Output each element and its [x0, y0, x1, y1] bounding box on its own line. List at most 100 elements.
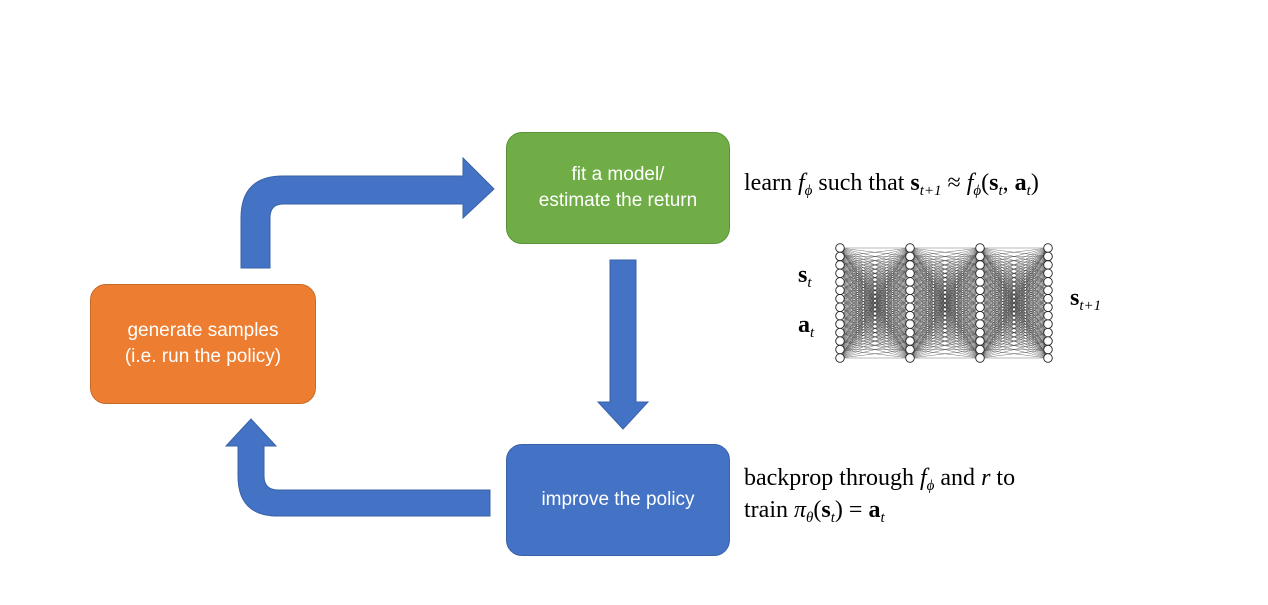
generate-samples-box: generate samples (i.e. run the policy) — [90, 284, 316, 404]
network-node — [905, 336, 915, 346]
network-edge — [909, 340, 981, 359]
network-node — [1043, 319, 1053, 329]
network-edge — [839, 247, 911, 350]
network-edge — [909, 247, 981, 325]
improve-policy-box: improve the policy — [506, 444, 730, 556]
network-edge — [979, 247, 1049, 257]
network-edge — [839, 256, 911, 359]
network-edge — [839, 323, 911, 359]
network-edge — [839, 247, 911, 283]
network-edge — [909, 247, 981, 333]
network-node — [905, 294, 915, 304]
network-edge — [839, 247, 911, 291]
network-edge — [979, 273, 1049, 359]
network-node — [905, 344, 915, 355]
network-edge — [839, 290, 911, 359]
network-edge — [839, 315, 911, 359]
network-node — [975, 302, 985, 312]
backprop-text-line1: backprop through fϕ and r to — [744, 465, 1016, 494]
network-edge — [839, 332, 911, 359]
network-edge — [979, 298, 1049, 359]
network-edge — [839, 298, 911, 359]
fit-box-line2: estimate the return — [538, 190, 698, 211]
network-node — [835, 319, 845, 329]
network-edge — [909, 247, 981, 350]
fit-box-line1: fit a model/ — [571, 164, 665, 185]
network-edge — [979, 340, 1049, 359]
network-node — [975, 243, 985, 253]
network-node — [1043, 268, 1053, 279]
network-node — [1043, 277, 1053, 287]
network-node — [1043, 344, 1053, 355]
arrow-generate-to-fit — [240, 156, 495, 269]
network-edge — [839, 307, 911, 359]
network-edge — [909, 247, 981, 283]
network-node — [905, 260, 915, 270]
network-edge — [839, 247, 911, 359]
network-edge — [909, 247, 981, 299]
network-edge — [839, 247, 911, 257]
network-edge — [979, 247, 1049, 333]
network-node — [905, 302, 915, 312]
network-node — [975, 285, 985, 296]
network-edge — [909, 290, 981, 359]
network-node — [835, 277, 845, 287]
network-edge — [979, 323, 1049, 359]
network-layer-4 — [1043, 243, 1053, 363]
network-edge — [979, 247, 1049, 350]
arrow-fit-to-improve — [596, 259, 650, 430]
network-node — [975, 294, 985, 304]
network-node — [1043, 336, 1053, 346]
network-edge — [979, 247, 1049, 359]
network-edge — [909, 349, 981, 359]
network-node — [975, 260, 985, 270]
network-edge — [909, 315, 981, 359]
network-node — [835, 336, 845, 346]
network-edge — [839, 247, 911, 342]
network-node — [1043, 302, 1053, 312]
network-input-action-label: at — [798, 312, 815, 341]
improve-box-line1: improve the policy — [541, 489, 695, 510]
network-node — [905, 277, 915, 287]
network-edge — [909, 247, 981, 359]
network-node — [1043, 260, 1053, 270]
network-edge — [909, 323, 981, 359]
network-edge — [839, 247, 911, 299]
network-edge — [979, 256, 1049, 359]
network-node — [1043, 327, 1053, 338]
network-node — [835, 327, 845, 338]
network-node — [975, 277, 985, 287]
network-node — [905, 251, 915, 262]
network-edge — [979, 247, 1049, 299]
network-edge — [909, 273, 981, 359]
network-edge — [979, 247, 1049, 266]
network-edge — [909, 247, 981, 274]
network-edge — [979, 247, 1049, 316]
network-edge — [979, 281, 1049, 359]
network-node — [975, 353, 985, 363]
network-edge — [979, 247, 1049, 308]
network-node — [835, 268, 845, 279]
network-edge — [839, 264, 911, 359]
network-edge — [909, 264, 981, 359]
network-node — [905, 353, 915, 363]
generate-box-line1: generate samples — [127, 320, 279, 341]
network-node — [975, 336, 985, 346]
network-edge — [839, 340, 911, 359]
network-edge — [979, 264, 1049, 359]
network-edge — [979, 247, 1049, 291]
network-edge — [979, 307, 1049, 359]
network-node — [905, 268, 915, 279]
learn-equation: learn fϕ such that st+1 ≈ fϕ(st, at) — [744, 170, 1039, 199]
network-node — [1043, 251, 1053, 262]
network-node — [835, 302, 845, 312]
network-edge — [909, 298, 981, 359]
network-node — [975, 344, 985, 355]
network-edge — [979, 247, 1049, 283]
network-edge — [909, 281, 981, 359]
network-edge — [909, 247, 981, 257]
backprop-text-line2: train πθ(st) = at — [744, 497, 885, 526]
network-node — [905, 319, 915, 329]
